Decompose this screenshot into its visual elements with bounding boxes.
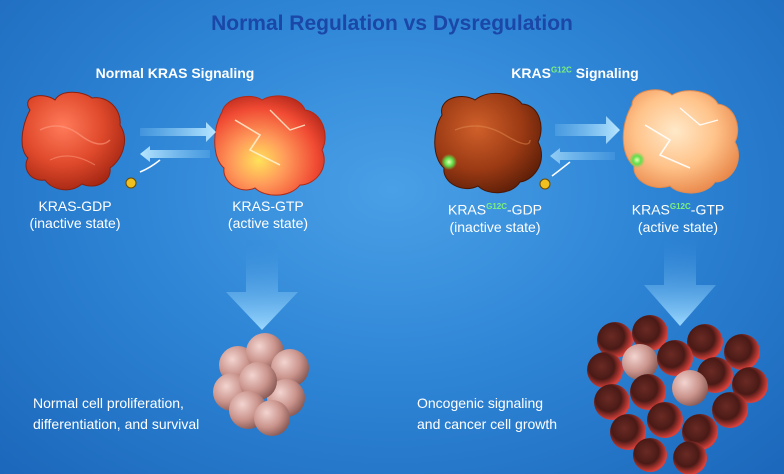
activation-arrow [140, 122, 216, 142]
kras-gdp-label: KRAS-GDP (inactive state) [29, 198, 121, 231]
oncogenic-outcome-text: Oncogenic signaling and cancer cell grow… [417, 395, 558, 432]
deactivation-arrow [140, 146, 210, 162]
kras-g12c-gdp-label: KRASG12C-GDP (inactive state) [447, 201, 543, 235]
deactivation-arrow-mutant [550, 148, 615, 164]
left-panel-heading: Normal KRAS Signaling [95, 65, 255, 81]
normal-cell-cluster [213, 333, 309, 436]
kras-g12c-gtp-label: KRASG12C-GTP (active state) [631, 201, 725, 235]
normal-outcome-text: Normal cell proliferation, differentiati… [33, 395, 200, 432]
down-arrow-icon [226, 240, 298, 330]
cancer-cell-cluster [587, 315, 768, 474]
page-title: Normal Regulation vs Dysregulation [211, 12, 573, 35]
kras-gdp-protein [21, 91, 125, 191]
right-panel-heading: KRASG12C Signaling [511, 65, 639, 81]
mutation-site-gdp [441, 154, 457, 170]
kras-gtp-protein [214, 95, 326, 196]
kras-g12c-gtp-protein [622, 89, 739, 194]
phosphate-release-icon [539, 178, 551, 190]
phosphate-release-icon [125, 177, 137, 189]
kras-g12c-gdp-protein [434, 92, 543, 194]
down-arrow-icon [644, 240, 716, 326]
kras-gtp-label: KRAS-GTP (active state) [227, 198, 309, 231]
activation-arrow-mutant [555, 116, 620, 144]
mutation-site-gtp [629, 152, 645, 168]
